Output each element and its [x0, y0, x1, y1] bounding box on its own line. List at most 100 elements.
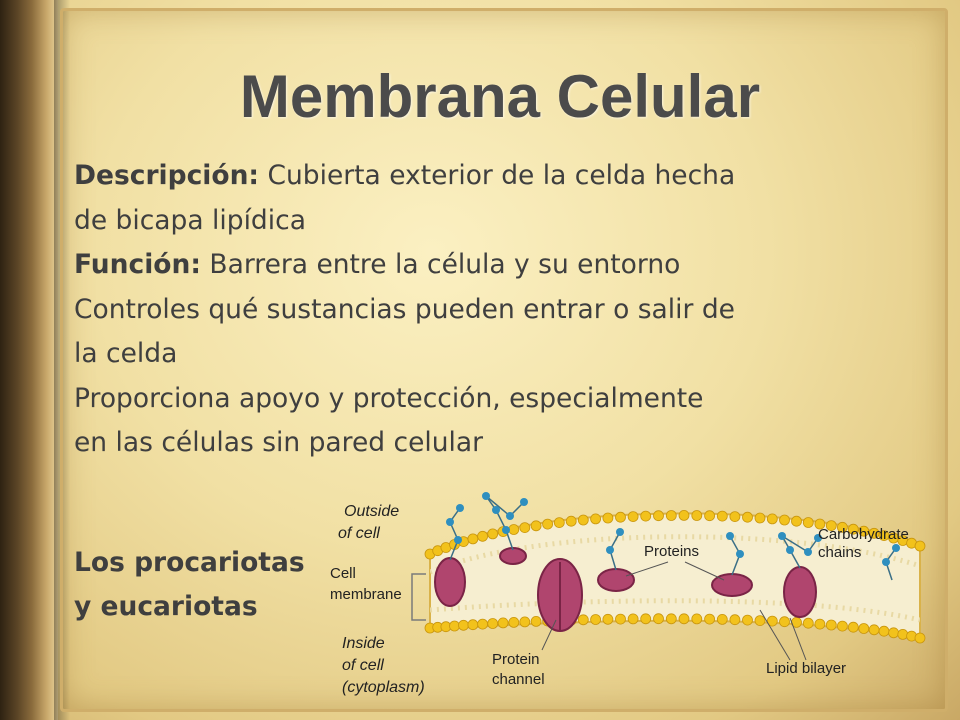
side-note: Los procariotas y eucariotas	[74, 541, 334, 629]
lipid-head	[602, 613, 614, 625]
label-lipid-bilayer: Lipid bilayer	[766, 660, 846, 677]
label-outside-1: Outside	[344, 503, 399, 520]
label-protein-channel-1: Protein	[492, 651, 540, 668]
function-line-4: Proporciona apoyo y protección, especial…	[74, 382, 704, 414]
lipid-head	[754, 615, 766, 627]
lipid-head	[914, 632, 926, 644]
carbohydrate-link	[449, 507, 461, 561]
label-carbohydrate-1: Carbohydrate	[818, 526, 909, 543]
side-note-line-2: y eucariotas	[74, 591, 258, 622]
function-text-1: Barrera entre la célula y su entorno	[209, 249, 681, 280]
label-cell-membrane-2: membrane	[330, 586, 402, 603]
lipid-head	[653, 613, 664, 625]
lipid-head	[802, 617, 814, 629]
lipid-head	[858, 623, 870, 634]
description-line-2: de bicapa lipídica	[74, 204, 306, 236]
lipid-head	[704, 510, 716, 522]
lipid-head	[590, 614, 602, 625]
carbohydrate-bead	[446, 518, 454, 526]
lipid-head	[837, 620, 848, 632]
function-line-3: la celda	[74, 338, 178, 369]
lipid-head	[508, 524, 520, 535]
carbohydrate-bead	[882, 558, 890, 566]
lipid-head	[449, 620, 460, 632]
lipid-head	[508, 616, 520, 628]
carbohydrate-bead	[892, 544, 900, 552]
lipid-head	[602, 512, 614, 524]
side-note-line-1: Los procariotas	[74, 547, 305, 578]
carbohydrate-bead	[454, 536, 462, 544]
carbohydrate-bead	[456, 504, 464, 512]
pointer-protein-b	[684, 561, 725, 581]
carbohydrate-bead	[520, 498, 528, 506]
description-label: Descripción:	[74, 160, 260, 191]
membrane-bracket	[411, 573, 426, 621]
lipid-head	[847, 523, 859, 535]
label-inside-2: of cell	[342, 657, 384, 674]
description-text-1: Cubierta exterior de la celda hecha	[267, 160, 736, 191]
lipid-head	[615, 613, 626, 625]
lipid-head	[577, 614, 589, 626]
lipid-head	[791, 515, 802, 527]
protein-top	[499, 547, 527, 565]
function-line-1: Función: Barrera entre la célula y su en…	[74, 243, 854, 288]
lipid-head	[467, 619, 479, 631]
carbohydrate-bead	[482, 492, 490, 500]
lipid-head	[888, 627, 899, 639]
cell-membrane-diagram: Outside of cell Cell membrane Inside of …	[330, 492, 926, 696]
lipid-head	[878, 625, 890, 637]
carbohydrate-bead	[814, 534, 822, 542]
lipid-head	[477, 618, 489, 630]
function-line-5: en las células sin pared celular	[74, 427, 484, 458]
lipid-head	[779, 616, 790, 628]
function-label: Función:	[74, 249, 201, 280]
lipid-head	[458, 619, 469, 631]
protein-left	[434, 557, 466, 607]
lipid-head	[814, 518, 826, 530]
carbohydrate-bead	[606, 546, 614, 554]
slide-title: Membrana Celular	[239, 63, 761, 130]
lipid-head	[814, 618, 826, 630]
carbohydrate-bead	[616, 528, 624, 536]
book-spine	[0, 0, 58, 720]
lipid-head	[729, 614, 741, 626]
lipid-tails	[430, 534, 920, 623]
lipid-head	[825, 619, 837, 631]
lipid-head	[530, 615, 542, 627]
lipid-head	[802, 517, 814, 528]
lipid-head	[640, 510, 652, 522]
lipid-head	[519, 616, 531, 628]
label-inside-1: Inside	[342, 635, 385, 652]
label-protein-channel-2: channel	[492, 671, 545, 688]
lipid-head	[742, 511, 753, 523]
lipid-head	[577, 514, 589, 526]
pointer-bilayer-a	[759, 609, 791, 661]
lipid-head	[858, 525, 870, 537]
lipid-head	[742, 614, 753, 626]
lipid-heads-top	[424, 510, 926, 560]
carbohydrate-bead	[786, 546, 794, 554]
label-carbohydrate-2: chains	[818, 544, 861, 561]
label-inside-3: (cytoplasm)	[342, 679, 425, 696]
lipid-head	[615, 511, 626, 523]
lipid-head	[665, 510, 677, 521]
protein-right	[783, 566, 817, 618]
carbohydrate-bead	[736, 550, 744, 558]
lipid-head	[729, 511, 741, 522]
lipid-head	[665, 613, 677, 625]
pointer-bilayer-b	[789, 617, 807, 661]
lipid-head	[691, 510, 703, 521]
lipid-head	[627, 613, 639, 625]
lipid-head	[553, 517, 565, 528]
carbohydrate-chains	[446, 492, 900, 581]
pointer-protein-a	[625, 561, 669, 577]
lipid-head	[487, 528, 499, 540]
lipid-head	[868, 527, 880, 539]
lipid-head	[868, 624, 880, 636]
lipid-head	[678, 510, 690, 521]
label-cell-membrane-1: Cell	[330, 565, 356, 582]
lipid-head	[653, 510, 664, 522]
carbohydrate-bead	[804, 548, 812, 556]
lipid-head	[847, 621, 859, 633]
